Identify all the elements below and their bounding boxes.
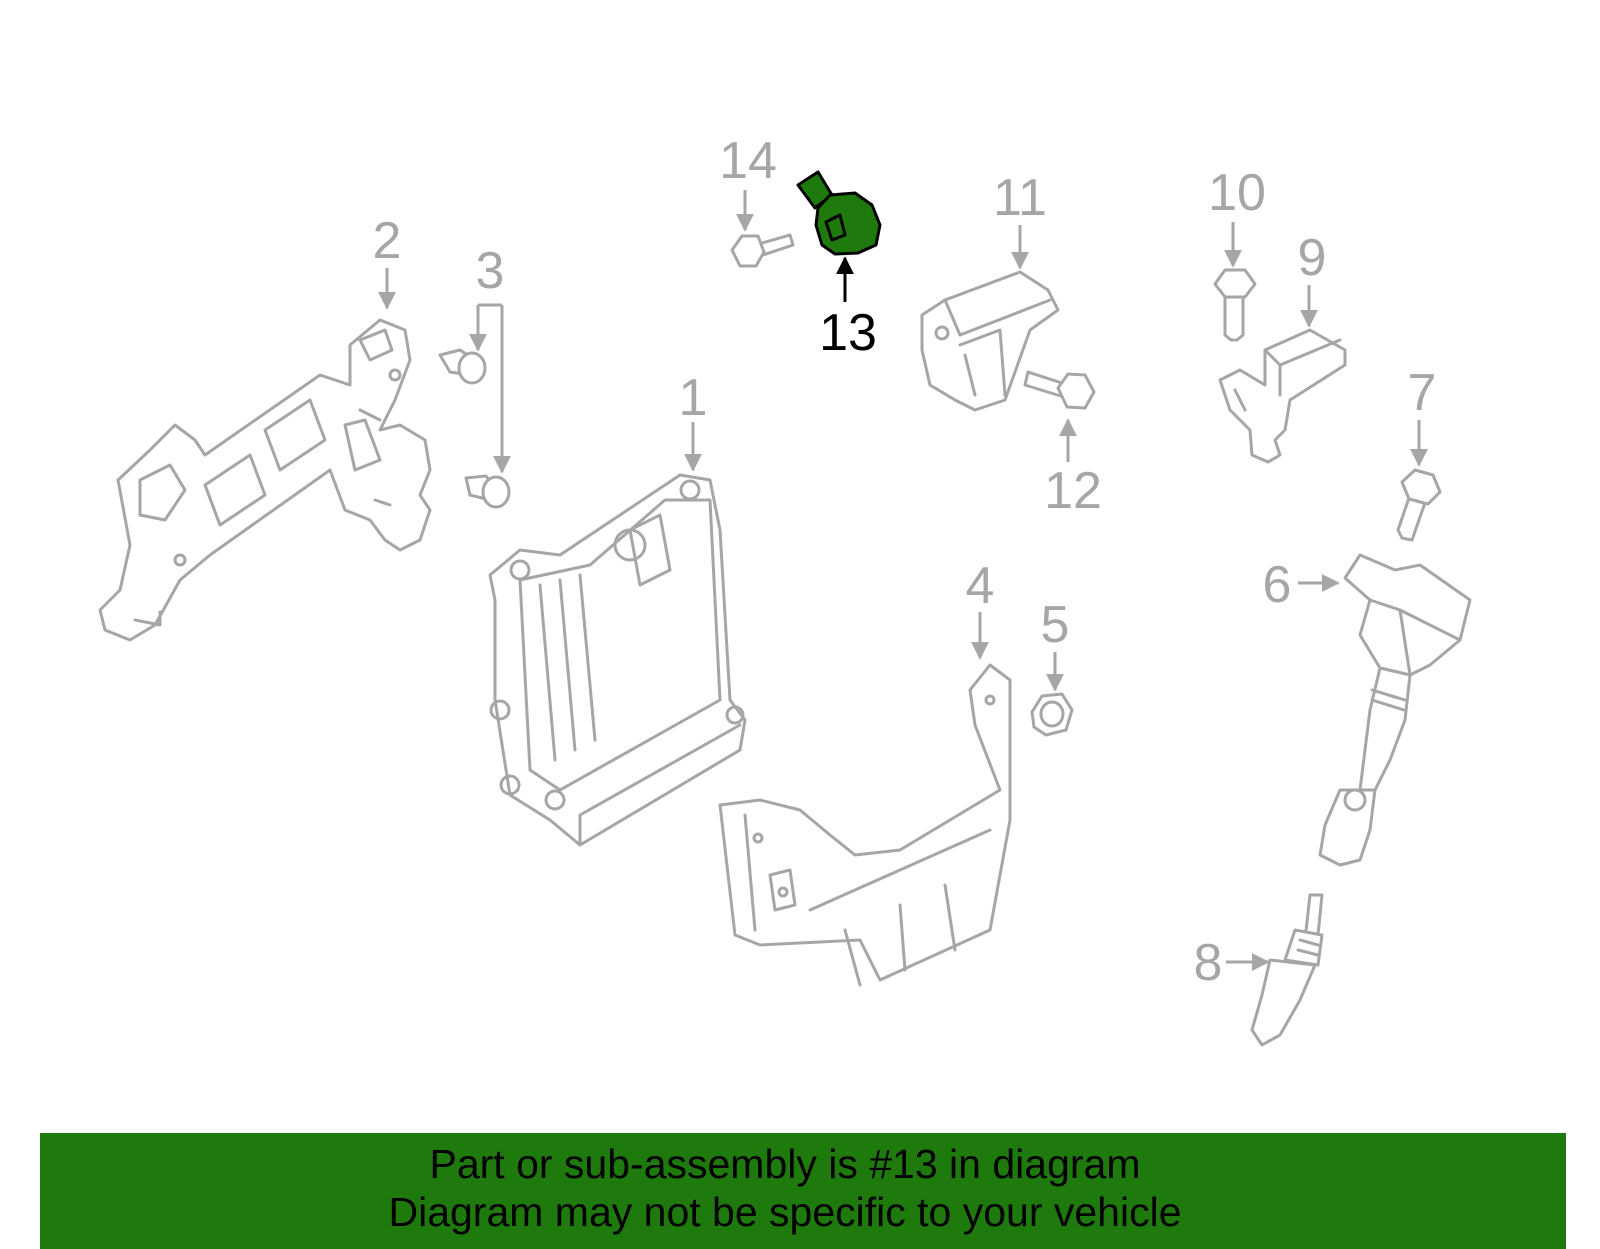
- footer-disclaimer: Diagram may not be specific to your vehi…: [388, 1189, 1182, 1235]
- callout-10-label: 10: [1208, 164, 1266, 222]
- part-7-bolt[interactable]: [1396, 468, 1442, 542]
- part-2-bracket[interactable]: [98, 318, 432, 642]
- callout-11-label: 11: [993, 169, 1047, 227]
- part-9-sensor[interactable]: [1218, 328, 1347, 464]
- callout-13-label: 13: [819, 304, 877, 362]
- part-5-nut[interactable]: [1030, 692, 1074, 737]
- callout-3-label: 3: [476, 242, 505, 300]
- part-1-control-module[interactable]: [488, 473, 747, 847]
- footer-part-notice: Part or sub-assembly is #13 in diagram: [429, 1141, 1141, 1187]
- callout-2-label: 2: [373, 212, 402, 270]
- callout-1-label: 1: [679, 369, 708, 427]
- callout-14-label: 14: [719, 132, 777, 190]
- callout-9-label: 9: [1298, 229, 1327, 287]
- part-12-bolt[interactable]: [1023, 370, 1096, 410]
- callout-4-label: 4: [966, 557, 995, 615]
- part-11-sensor-bracket[interactable]: [920, 270, 1060, 412]
- part-4-cover[interactable]: [718, 663, 1012, 987]
- part-3-pins[interactable]: [438, 348, 511, 509]
- part-13-highlighted-sensor[interactable]: [796, 170, 882, 256]
- part-6-ignition-coil[interactable]: [1318, 553, 1472, 867]
- part-14-bolt[interactable]: [730, 233, 795, 268]
- parts-diagram: 2 3 1 4 5: [98, 132, 1472, 1047]
- part-10-bolt[interactable]: [1213, 268, 1257, 342]
- callout-12-label: 12: [1044, 462, 1102, 520]
- callout-5-label: 5: [1041, 596, 1070, 654]
- callout-7-label: 7: [1408, 364, 1437, 422]
- footer-banner: Part or sub-assembly is #13 in diagram D…: [40, 1133, 1566, 1249]
- part-8-spark-plug[interactable]: [1250, 893, 1324, 1047]
- callout-6-label: 6: [1263, 556, 1292, 614]
- callout-8-label: 8: [1194, 934, 1223, 992]
